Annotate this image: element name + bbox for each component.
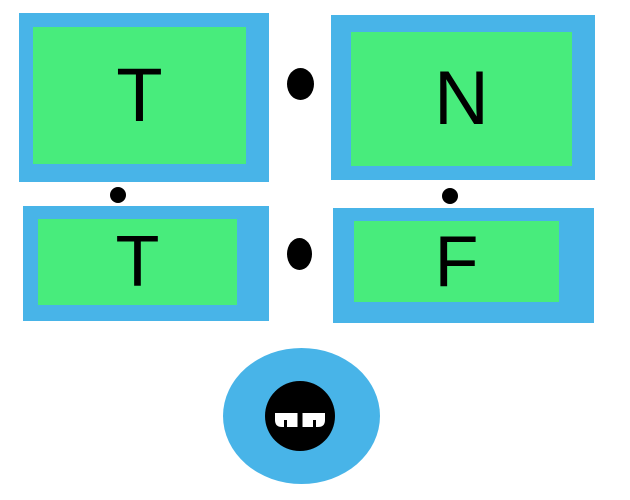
tile-letter: F [434, 221, 479, 302]
tile-top-left-face: T [33, 27, 246, 164]
tile-top-left[interactable]: T [19, 13, 269, 182]
connector-dot-middle [287, 238, 312, 270]
connector-dot-top [287, 68, 314, 100]
tile-letter: N [434, 56, 489, 141]
connector-dot-right [442, 188, 458, 204]
tile-bottom-right[interactable]: F [333, 208, 594, 323]
face-button[interactable] [223, 348, 380, 484]
tile-bottom-right-face: F [354, 221, 559, 302]
face-icon [265, 381, 335, 451]
tile-top-right[interactable]: N [331, 15, 595, 180]
connector-dot-left [110, 187, 126, 203]
tile-letter: T [116, 52, 163, 138]
tile-bottom-left-face: T [38, 219, 237, 305]
tile-bottom-left[interactable]: T [23, 206, 269, 321]
tile-letter: T [115, 222, 160, 302]
tile-top-right-face: N [351, 32, 572, 166]
